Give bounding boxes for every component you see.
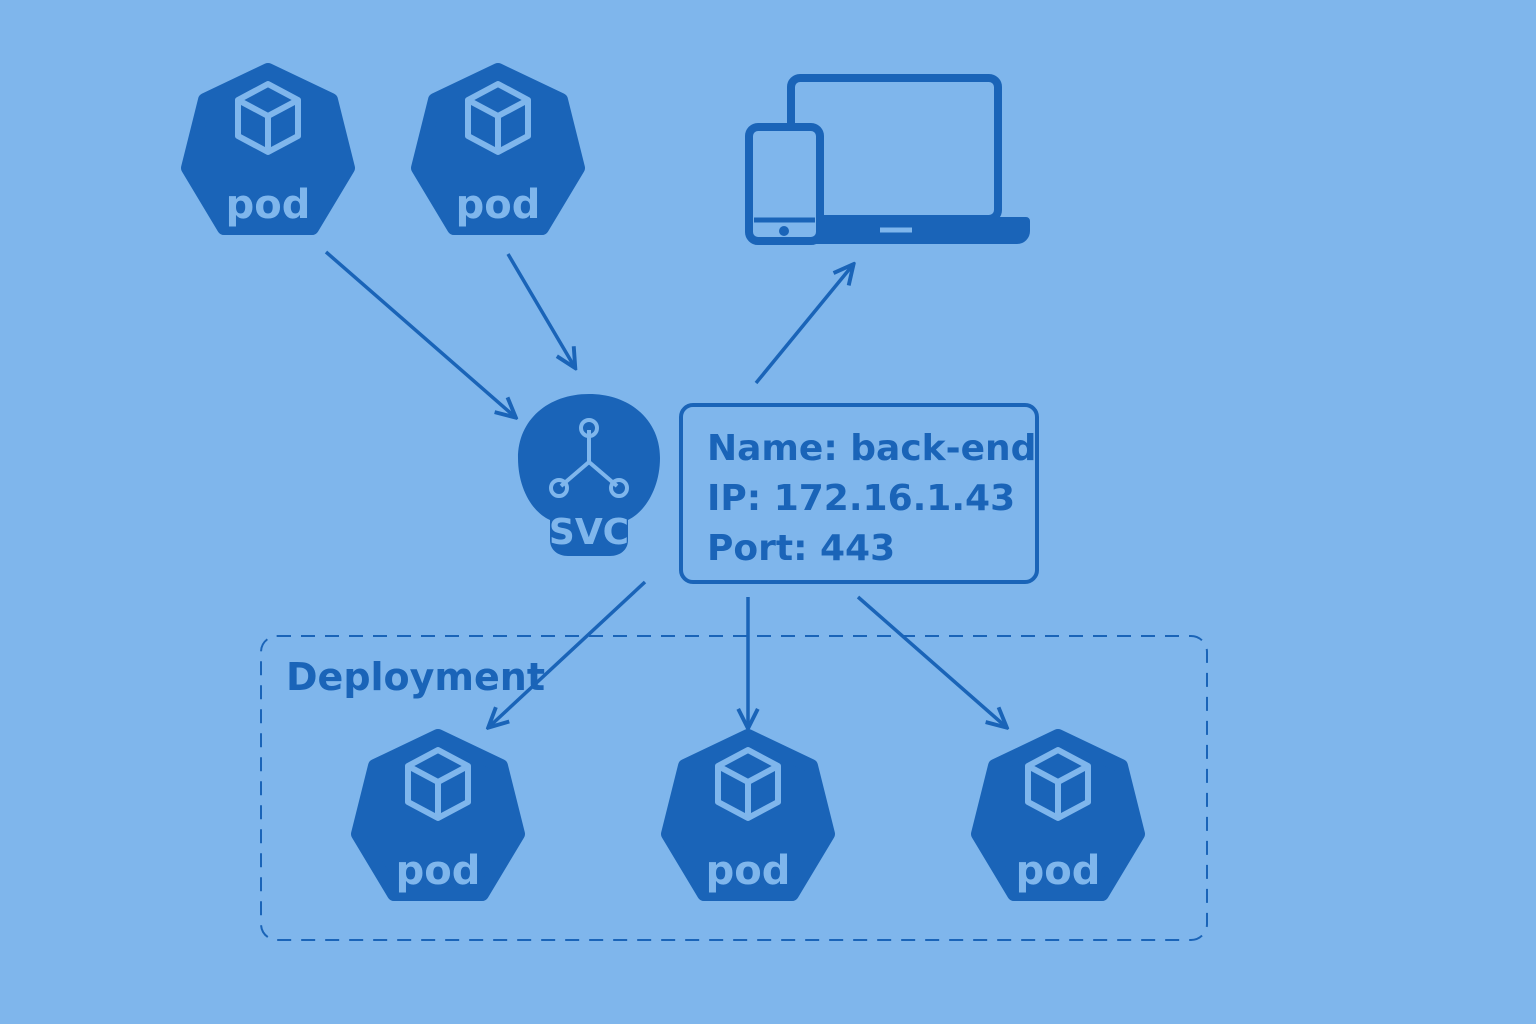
service-name: Name: back-end: [707, 428, 1036, 469]
arrow-svc-to-client: [754, 266, 852, 385]
pod-label: pod: [396, 848, 481, 894]
service-network-icon: [549, 418, 629, 498]
service-info-box: Name: back-end IP: 172.16.1.43 Port: 443: [679, 403, 1039, 584]
pod-label: pod: [226, 182, 311, 228]
pod-node-deployment-1: pod: [358, 736, 518, 894]
service-port: Port: 443: [707, 528, 895, 569]
arrow-pod1-to-svc: [324, 250, 514, 416]
pod-label: pod: [456, 182, 541, 228]
deployment-title: Deployment: [286, 655, 545, 699]
pod-label: pod: [706, 848, 791, 894]
service-ip: IP: 172.16.1.43: [707, 478, 1015, 519]
arrow-svc-to-pod5: [856, 595, 1005, 726]
arrow-pod2-to-svc: [506, 253, 574, 366]
service-label: SVC: [549, 512, 629, 553]
service-badge: [518, 394, 660, 556]
pod-node-top-2: pod: [418, 70, 578, 228]
phone-body: [745, 123, 824, 245]
arrow-svc-to-pod3: [490, 580, 647, 726]
pod-node-top-1: pod: [188, 70, 348, 228]
pod-node-deployment-3: pod: [978, 736, 1138, 894]
service-node: SVC: [518, 394, 660, 556]
devices-icon: [745, 74, 1030, 245]
deployment-boundary: [260, 635, 1208, 941]
pod-label: pod: [1016, 848, 1101, 894]
pod-node-deployment-2: pod: [668, 736, 828, 894]
